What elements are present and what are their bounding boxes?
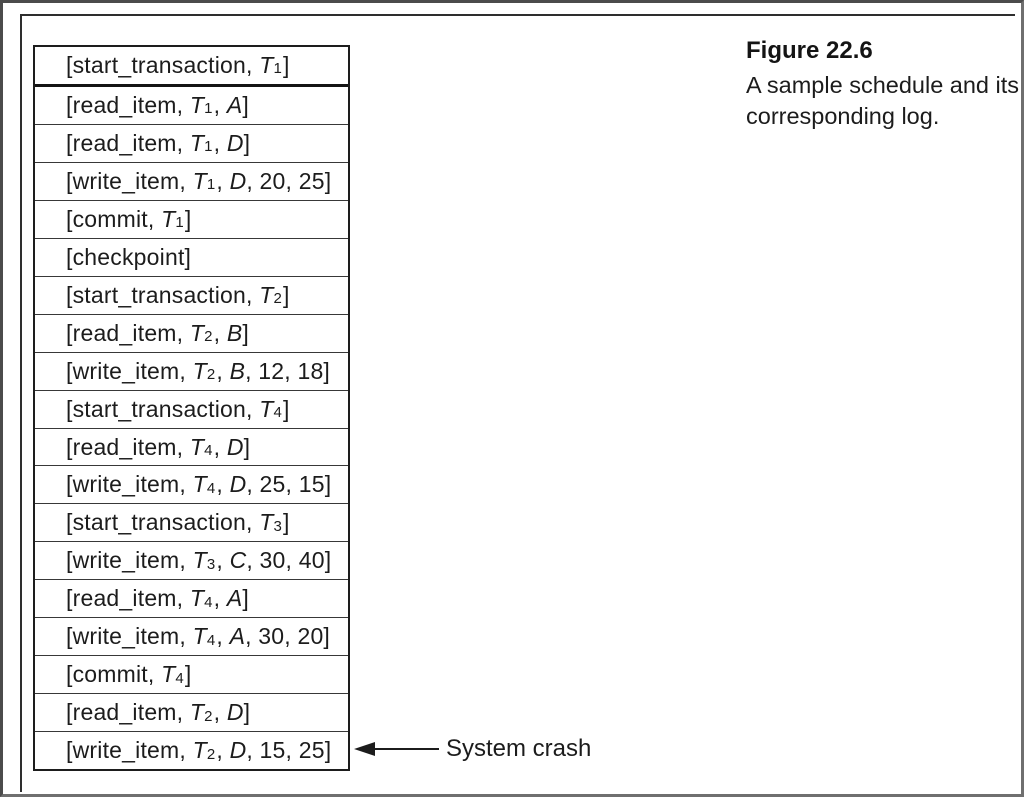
system-crash-label: System crash (446, 735, 592, 762)
figure-caption: Figure 22.6 A sample schedule and its co… (746, 37, 1021, 132)
log-row: [checkpoint] (35, 239, 348, 277)
figure-caption-title: Figure 22.6 (746, 37, 873, 64)
figure-caption-line: corresponding log. (746, 103, 940, 129)
figure-caption-line: A sample schedule and its (746, 72, 1020, 98)
figure-frame (20, 14, 1015, 792)
crash-arrow-icon (354, 742, 439, 756)
